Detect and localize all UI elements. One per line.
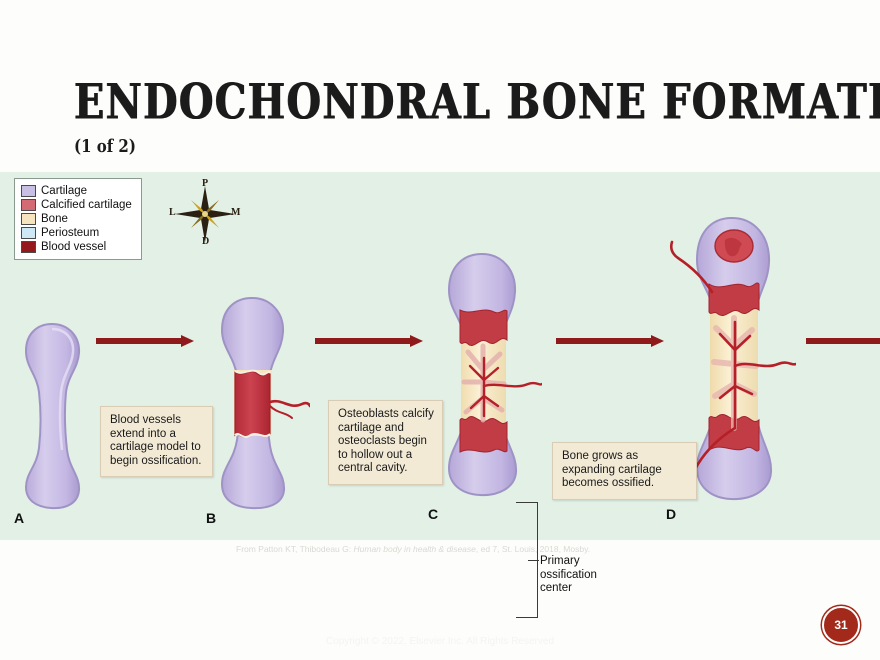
figure-citation: From Patton KT, Thibodeau G: Human body … bbox=[236, 544, 590, 554]
compass-label-lateral: L bbox=[169, 207, 176, 218]
compass-label-distal: D bbox=[202, 236, 210, 247]
bone-figure-stage-d: D bbox=[666, 214, 798, 522]
citation-title: Human body in health & disease bbox=[353, 544, 476, 554]
bone-figure-stage-a: A bbox=[8, 320, 98, 526]
primary-ossification-leader bbox=[528, 560, 539, 561]
legend-item-periosteum: Periosteum bbox=[21, 226, 132, 240]
primary-label-line-1: Primary bbox=[540, 555, 580, 567]
legend-label-periosteum: Periosteum bbox=[41, 227, 100, 239]
arrow-a-to-b bbox=[96, 335, 194, 347]
calcifying-cartilage-illustration bbox=[220, 296, 312, 510]
stage-label-b: B bbox=[206, 510, 217, 526]
legend-label-calcified-cartilage: Calcified cartilage bbox=[41, 199, 132, 211]
citation-suffix: , ed 7, St. Louis, 2018, Mosby. bbox=[475, 544, 591, 554]
legend-swatch-bone bbox=[21, 213, 36, 225]
legend-item-cartilage: Cartilage bbox=[21, 184, 132, 198]
legend-item-calcified-cartilage: Calcified cartilage bbox=[21, 198, 132, 212]
legend-label-cartilage: Cartilage bbox=[41, 185, 88, 197]
primary-label-line-3: center bbox=[540, 582, 572, 594]
primary-ossification-center-label: Primary ossification center bbox=[540, 555, 597, 596]
figure-panel: Cartilage Calcified cartilage Bone Perio… bbox=[0, 172, 880, 618]
compass-label-medial: M bbox=[231, 207, 241, 218]
legend-item-bone: Bone bbox=[21, 212, 132, 226]
legend-label-bone: Bone bbox=[41, 213, 68, 225]
compass-rose-icon bbox=[175, 186, 235, 242]
legend-swatch-periosteum bbox=[21, 227, 36, 239]
bone-figure-stage-b: B bbox=[198, 294, 312, 526]
stage-label-d: D bbox=[666, 506, 677, 522]
legend-swatch-cartilage bbox=[21, 185, 36, 197]
title-block: ENDOCHONDRAL BONE FORMATION (1 of 2) bbox=[74, 73, 880, 157]
stage-label-c: C bbox=[428, 506, 439, 522]
callout-osteoblasts: Osteoblasts calcify cartilage and osteoc… bbox=[328, 400, 443, 485]
compass-rose: P D L M bbox=[168, 178, 242, 250]
cartilage-model-illustration bbox=[24, 322, 81, 510]
legend-item-blood-vessel: Blood vessel bbox=[21, 240, 132, 254]
slide-number-badge: 31 bbox=[822, 606, 860, 644]
callout-bone-grows: Bone grows as expanding cartilage become… bbox=[552, 442, 697, 500]
bone-figure-stage-c: C bbox=[424, 250, 544, 522]
legend: Cartilage Calcified cartilage Bone Perio… bbox=[14, 178, 142, 260]
arrow-c-to-d bbox=[556, 335, 664, 347]
arrow-d-to-next bbox=[806, 335, 880, 347]
citation-prefix: From Patton KT, Thibodeau G: bbox=[236, 544, 354, 554]
primary-ossification-illustration bbox=[447, 252, 544, 497]
primary-label-line-2: ossification bbox=[540, 568, 597, 581]
copyright-notice: Copyright © 2022, Elsevier Inc. All Righ… bbox=[325, 636, 555, 647]
stage-label-a: A bbox=[14, 510, 25, 526]
page-subtitle: (1 of 2) bbox=[74, 136, 136, 157]
legend-label-blood-vessel: Blood vessel bbox=[41, 241, 107, 253]
arrow-b-to-c bbox=[315, 335, 423, 347]
page-title: ENDOCHONDRAL BONE FORMATION bbox=[74, 73, 880, 131]
legend-swatch-calcified-cartilage bbox=[21, 199, 36, 211]
callout-blood-vessels: Blood vessels extend into a cartilage mo… bbox=[100, 406, 213, 477]
compass-label-proximal: P bbox=[202, 178, 209, 189]
legend-swatch-blood-vessel bbox=[21, 241, 36, 253]
expanding-ossification-illustration bbox=[669, 216, 798, 501]
